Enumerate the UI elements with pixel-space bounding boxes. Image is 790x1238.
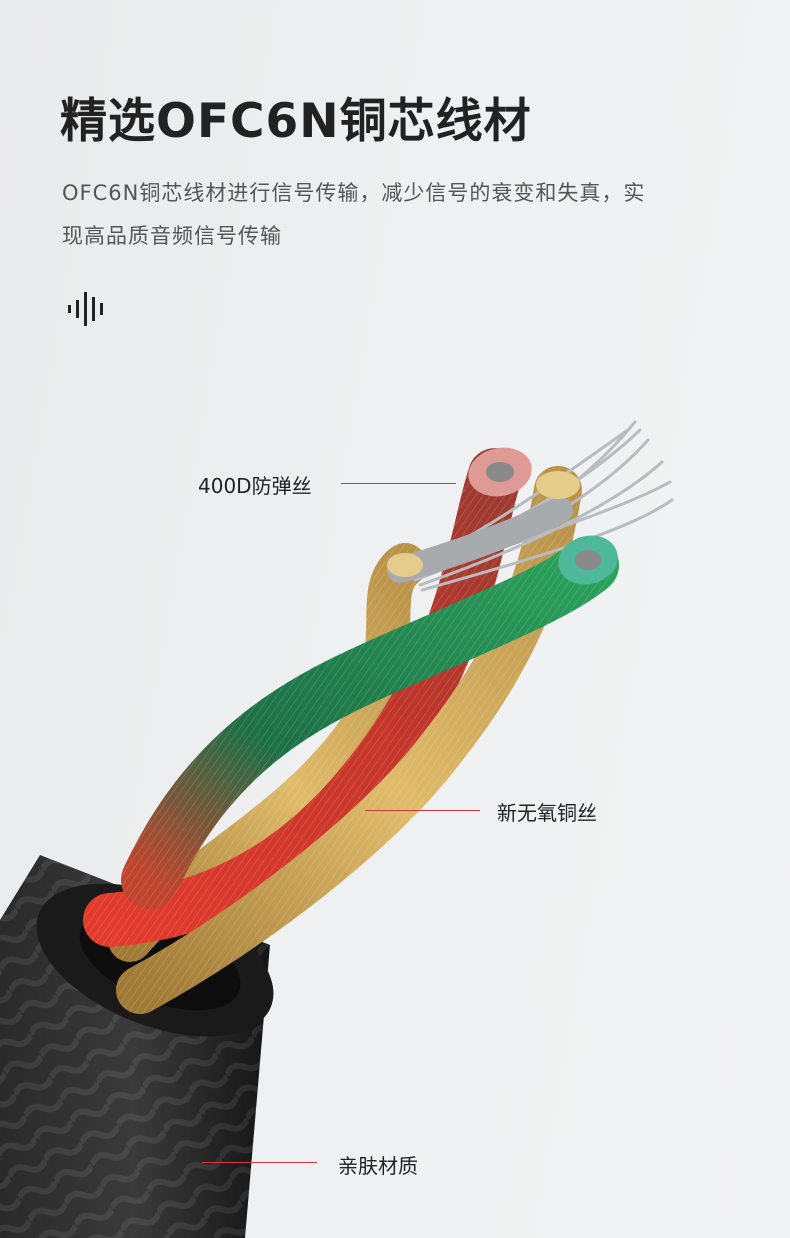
gold-core-end bbox=[536, 471, 580, 499]
gold-core-end-left bbox=[387, 553, 423, 577]
callout-label-skin: 亲肤材质 bbox=[338, 1154, 418, 1178]
callout-label-copper: 新无氧铜丝 bbox=[497, 801, 597, 825]
description-line-1: OFC6N铜芯线材进行信号传输，减少信号的衰变和失真，实 bbox=[62, 181, 646, 205]
page-title: 精选OFC6N铜芯线材 bbox=[60, 94, 532, 149]
sound-wave-icon bbox=[68, 292, 103, 326]
callout-label-kevlar: 400D防弹丝 bbox=[198, 474, 312, 498]
description: OFC6N铜芯线材进行信号传输，减少信号的衰变和失真，实 现高品质音频信号传输 bbox=[62, 172, 742, 258]
callout-line-kevlar bbox=[341, 483, 456, 484]
description-line-2: 现高品质音频信号传输 bbox=[62, 224, 282, 248]
callout-line-copper bbox=[365, 810, 480, 811]
cable-illustration bbox=[0, 420, 674, 1238]
callout-line-skin bbox=[202, 1162, 317, 1163]
